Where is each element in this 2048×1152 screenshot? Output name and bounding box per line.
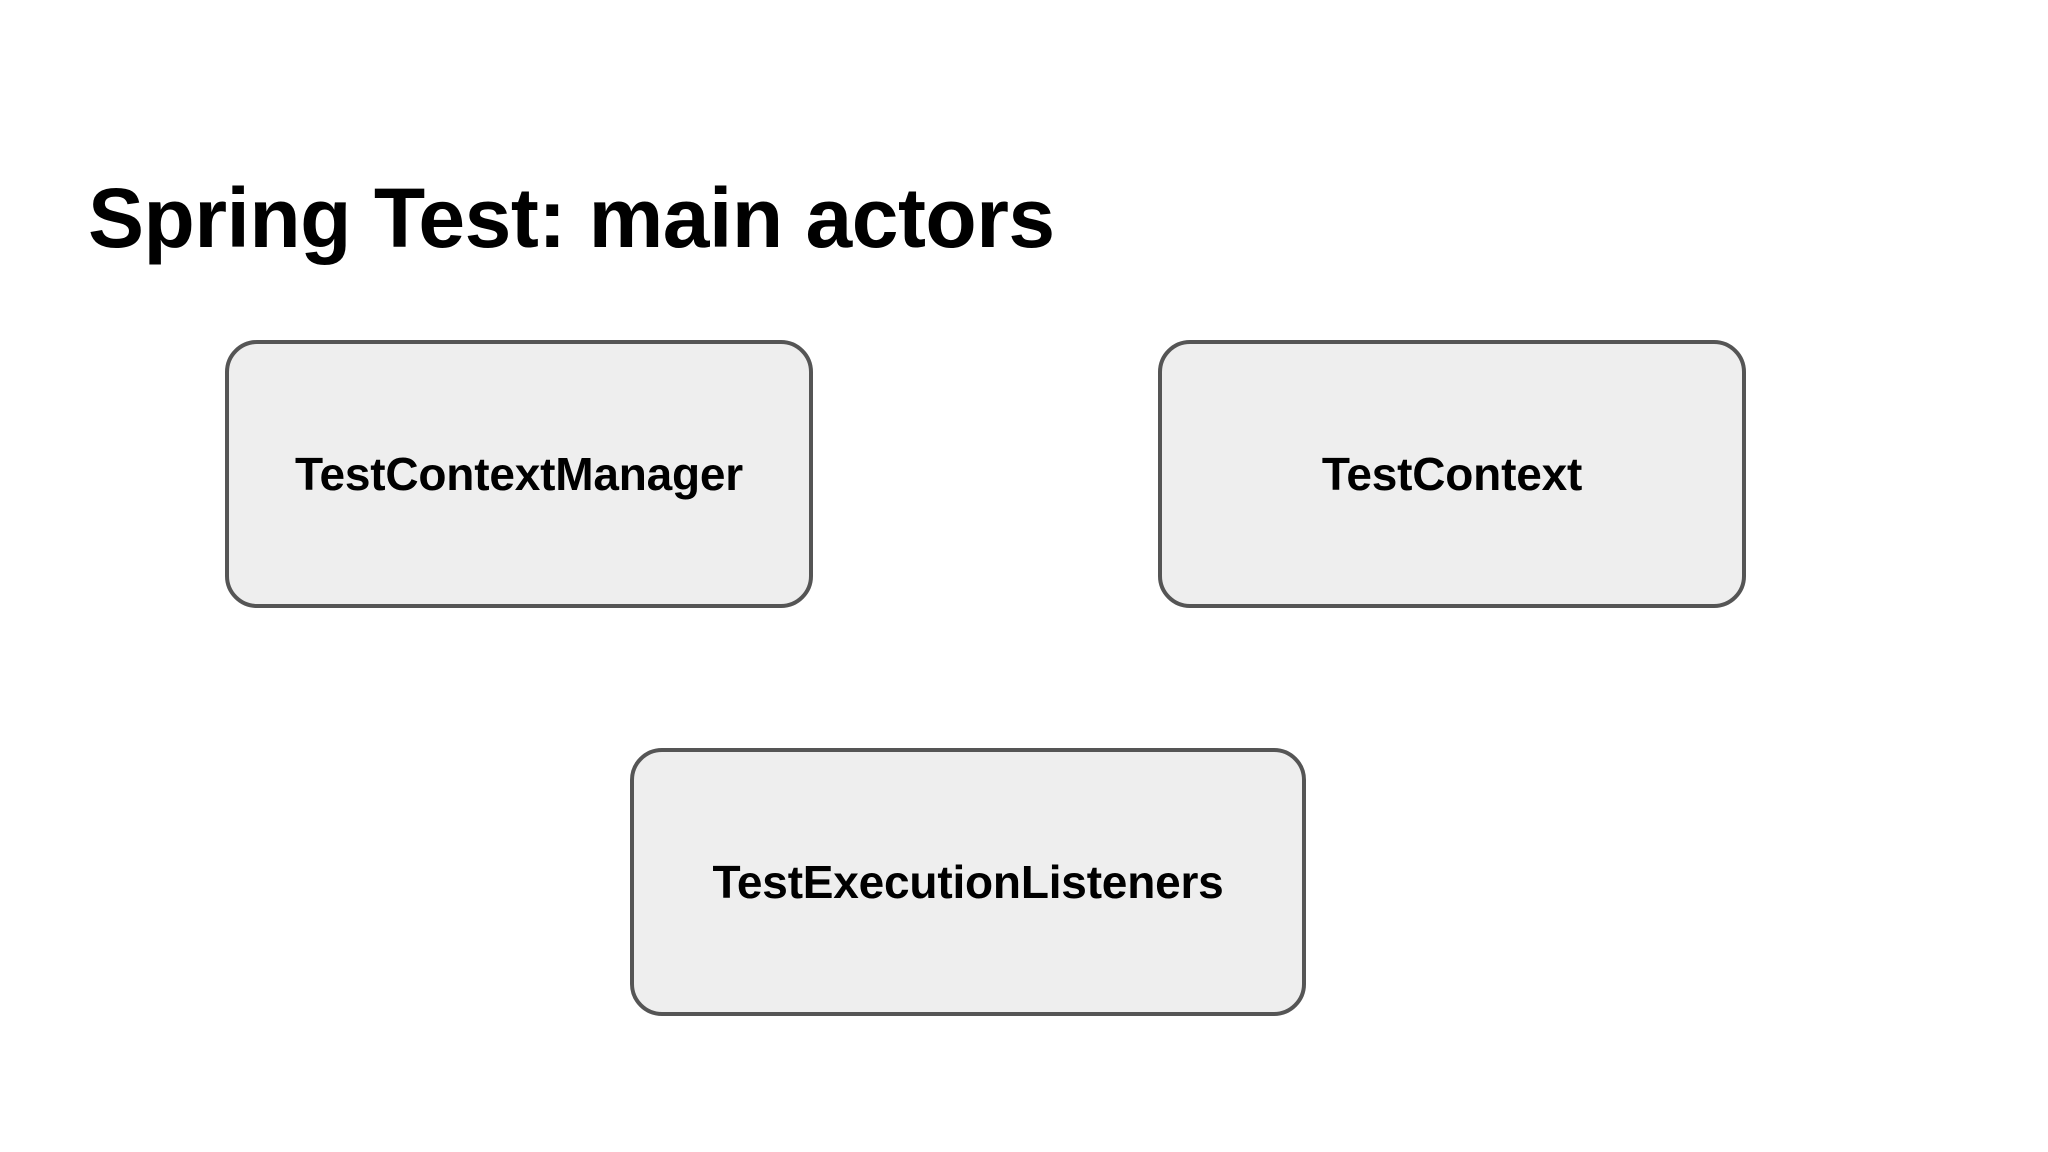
diagram-node-label: TestContextManager [295,448,743,500]
diagram-node-test-context-manager[interactable]: TestContextManager [225,340,813,608]
diagram-node-test-context[interactable]: TestContext [1158,340,1746,608]
page-title: Spring Test: main actors [88,171,1055,266]
diagram-node-label: TestExecutionListeners [712,856,1224,908]
diagram-node-label: TestContext [1321,448,1583,500]
diagram-node-test-execution-listeners[interactable]: TestExecutionListeners [630,748,1306,1016]
